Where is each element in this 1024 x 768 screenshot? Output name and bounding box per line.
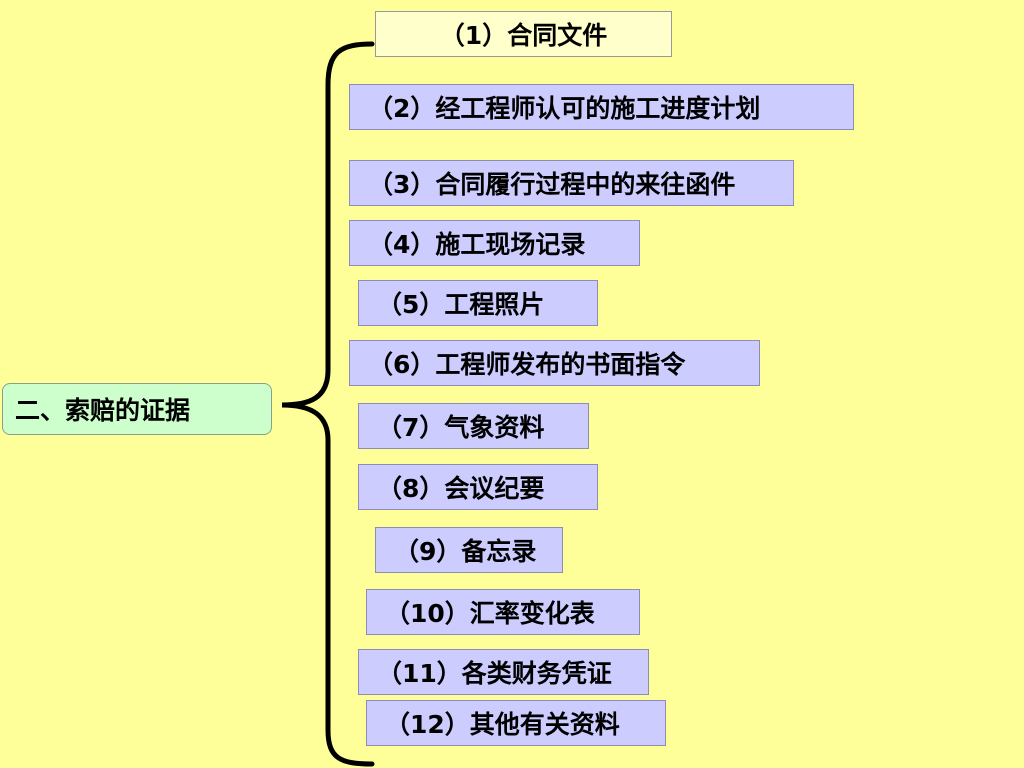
item-label: （9）备忘录: [394, 537, 537, 566]
item-label: （7）气象资料: [377, 413, 545, 442]
item-label: （10）汇率变化表: [385, 599, 595, 628]
item-exchange-rate-table: （10）汇率变化表: [366, 589, 640, 635]
item-weather-data: （7）气象资料: [358, 403, 589, 449]
item-written-instructions: （6）工程师发布的书面指令: [349, 340, 760, 386]
item-meeting-minutes: （8）会议纪要: [358, 464, 598, 510]
item-label: （6）工程师发布的书面指令: [368, 350, 686, 379]
item-correspondence: （3）合同履行过程中的来往函件: [349, 160, 794, 206]
item-memorandum: （9）备忘录: [375, 527, 563, 573]
item-other-materials: （12）其他有关资料: [366, 700, 666, 746]
root-node-label: 二、索赔的证据: [15, 396, 191, 425]
item-photographs: （5）工程照片: [358, 280, 598, 326]
item-label: （4）施工现场记录: [368, 230, 586, 259]
item-approved-schedule: （2）经工程师认可的施工进度计划: [349, 84, 854, 130]
item-label: （11）各类财务凭证: [377, 659, 612, 688]
item-label: （5）工程照片: [377, 290, 545, 319]
item-label: （12）其他有关资料: [385, 710, 620, 739]
root-node-claim-evidence: 二、索赔的证据: [2, 383, 272, 435]
item-label: （8）会议纪要: [377, 474, 545, 503]
item-site-records: （4）施工现场记录: [349, 220, 640, 266]
item-label: （2）经工程师认可的施工进度计划: [368, 94, 761, 123]
item-label: （1）合同文件: [439, 21, 608, 50]
item-financial-vouchers: （11）各类财务凭证: [358, 649, 649, 695]
item-label: （3）合同履行过程中的来往函件: [368, 170, 736, 199]
item-contract-documents: （1）合同文件: [375, 11, 672, 57]
